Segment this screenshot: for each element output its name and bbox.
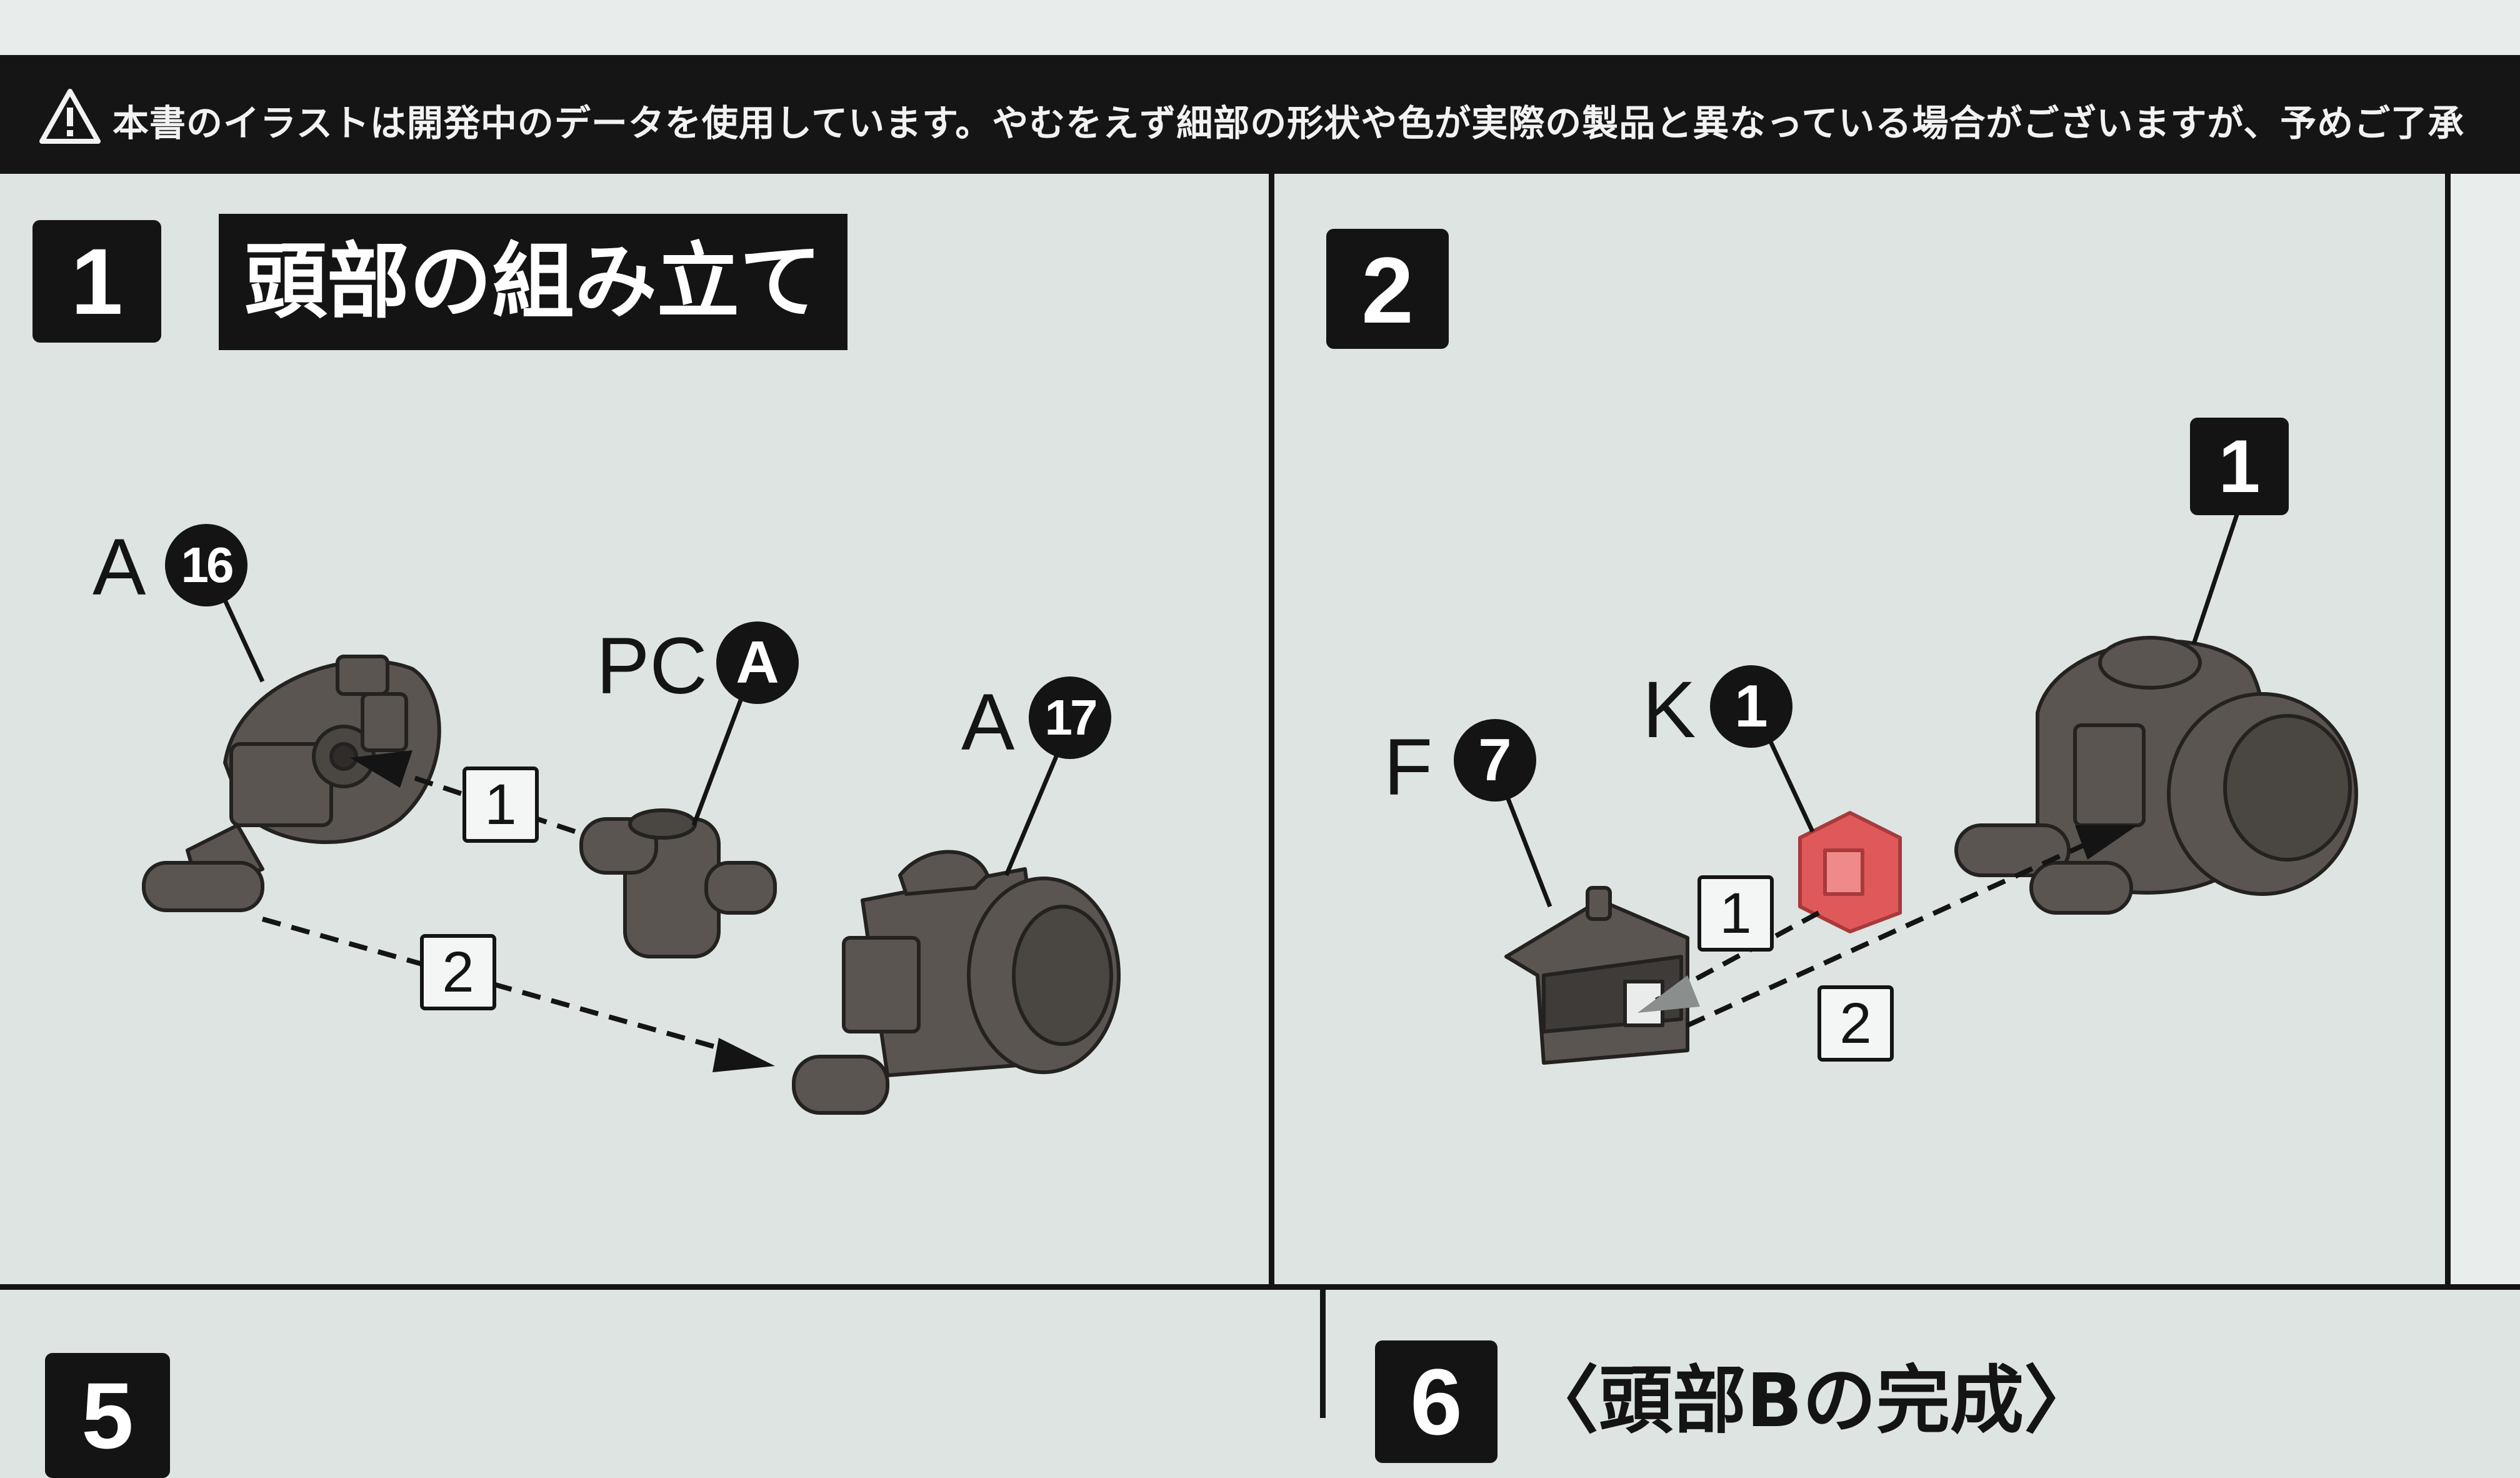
sequence-1-marker: 1 [462, 767, 539, 843]
part-f7-number: 7 [1454, 719, 1536, 802]
part-a16-shape [142, 655, 441, 912]
leader-lines [222, 511, 2240, 908]
sequence-2-marker: 2 [420, 934, 496, 1010]
step-2-badge: 2 [1326, 229, 1449, 349]
panel-divider-vertical-right [2445, 174, 2451, 1287]
step-1-badge: 1 [32, 220, 161, 343]
part-pca-shape [579, 808, 777, 958]
step-6-title: 〈頭部Bの完成〉 [1525, 1357, 2098, 1444]
panel-divider-vertical-lower [1320, 1284, 1326, 1418]
part-pca-label: PC [596, 621, 708, 711]
step-5-badge: 5 [45, 1353, 170, 1478]
part-k1-shape [1798, 811, 1902, 933]
right-edge-strip [2451, 174, 2520, 1284]
warning-text: 本書のイラストは開発中のデータを使用しています。やむをえず細部の形状や色が実際の… [112, 102, 2465, 144]
step2-sequence-2-marker: 2 [1818, 985, 1894, 1062]
step-1-reference-badge: 1 [2190, 418, 2289, 515]
part-a16-label: A [92, 523, 146, 612]
warning-bar: 本書のイラストは開発中のデータを使用しています。やむをえず細部の形状や色が実際の… [0, 55, 2520, 174]
assembly-diagram [142, 511, 2358, 1115]
top-margin [0, 0, 2520, 55]
part-k1-number: 1 [1710, 665, 1792, 748]
part-pca-number: A [716, 621, 799, 704]
part-a17-number: 17 [1029, 676, 1111, 759]
part-k1-label: K [1642, 665, 1696, 755]
part-a17-shape [792, 850, 1121, 1115]
part-a17-label: A [961, 678, 1015, 767]
step2-sequence-1-marker: 1 [1698, 875, 1774, 952]
panel-divider-horizontal [0, 1284, 2520, 1290]
part-step1-assembly-shape [1954, 636, 2358, 915]
part-a16-number: 16 [165, 524, 248, 606]
part-f7-shape [1504, 886, 1689, 1065]
part-f7-label: F [1384, 723, 1433, 812]
step-6-badge: 6 [1375, 1340, 1498, 1463]
step-1-title: 頭部の組み立て [219, 214, 848, 350]
panel-divider-vertical [1269, 174, 1274, 1287]
warning-triangle-icon [39, 89, 101, 144]
